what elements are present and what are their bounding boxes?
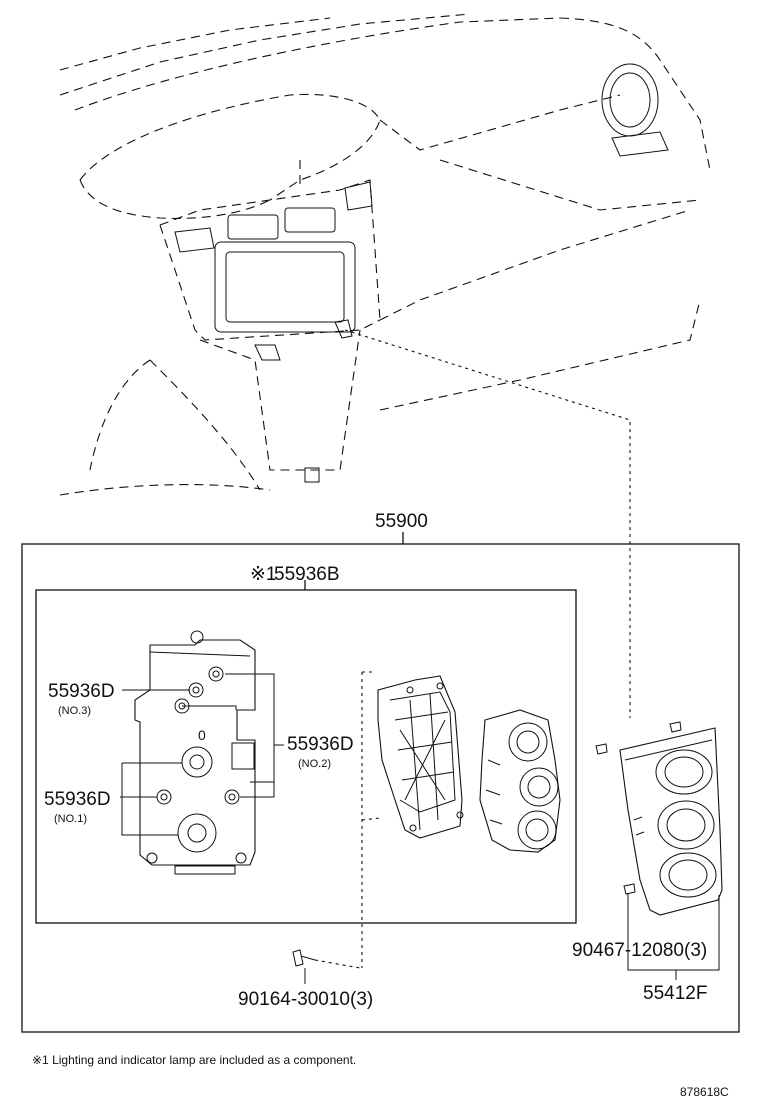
dashboard-overview [59, 13, 711, 718]
control-assy-mark: ※1 [250, 564, 277, 585]
lamp-no1-sub: (NO.1) [54, 813, 87, 825]
heater-control-panel [595, 721, 723, 916]
lamp-no3-sub: (NO.3) [58, 705, 91, 717]
screw-90164 [292, 949, 361, 984]
footnote: ※1 Lighting and indicator lamp are inclu… [32, 1053, 356, 1067]
assembly-box: 55900 [21, 511, 740, 1033]
assembly-part-number: 55900 [375, 511, 428, 532]
lamp-leaders [120, 673, 284, 836]
screw-part-number: 90164-30010(3) [238, 989, 373, 1010]
lamp-no2-sub: (NO.2) [298, 758, 331, 770]
control-bracket [361, 671, 464, 968]
lamp-no2-part-number: 55936D [287, 734, 354, 755]
heater-control-unit [479, 709, 561, 853]
panel-part-number: 55412F [643, 983, 707, 1004]
panel-leaders [627, 893, 720, 980]
control-assy-part-number: 55936B [274, 564, 340, 585]
control-assy-box: ※1 55936B [35, 564, 577, 924]
control-circuit-board: 0 [134, 630, 256, 875]
lamp-no3-part-number: 55936D [48, 681, 115, 702]
clip-part-number: 90467-12080(3) [572, 940, 707, 961]
lamp-no1-part-number: 55936D [44, 789, 111, 810]
svg-text:0: 0 [198, 727, 206, 743]
figure-id: 878618C [680, 1085, 729, 1099]
